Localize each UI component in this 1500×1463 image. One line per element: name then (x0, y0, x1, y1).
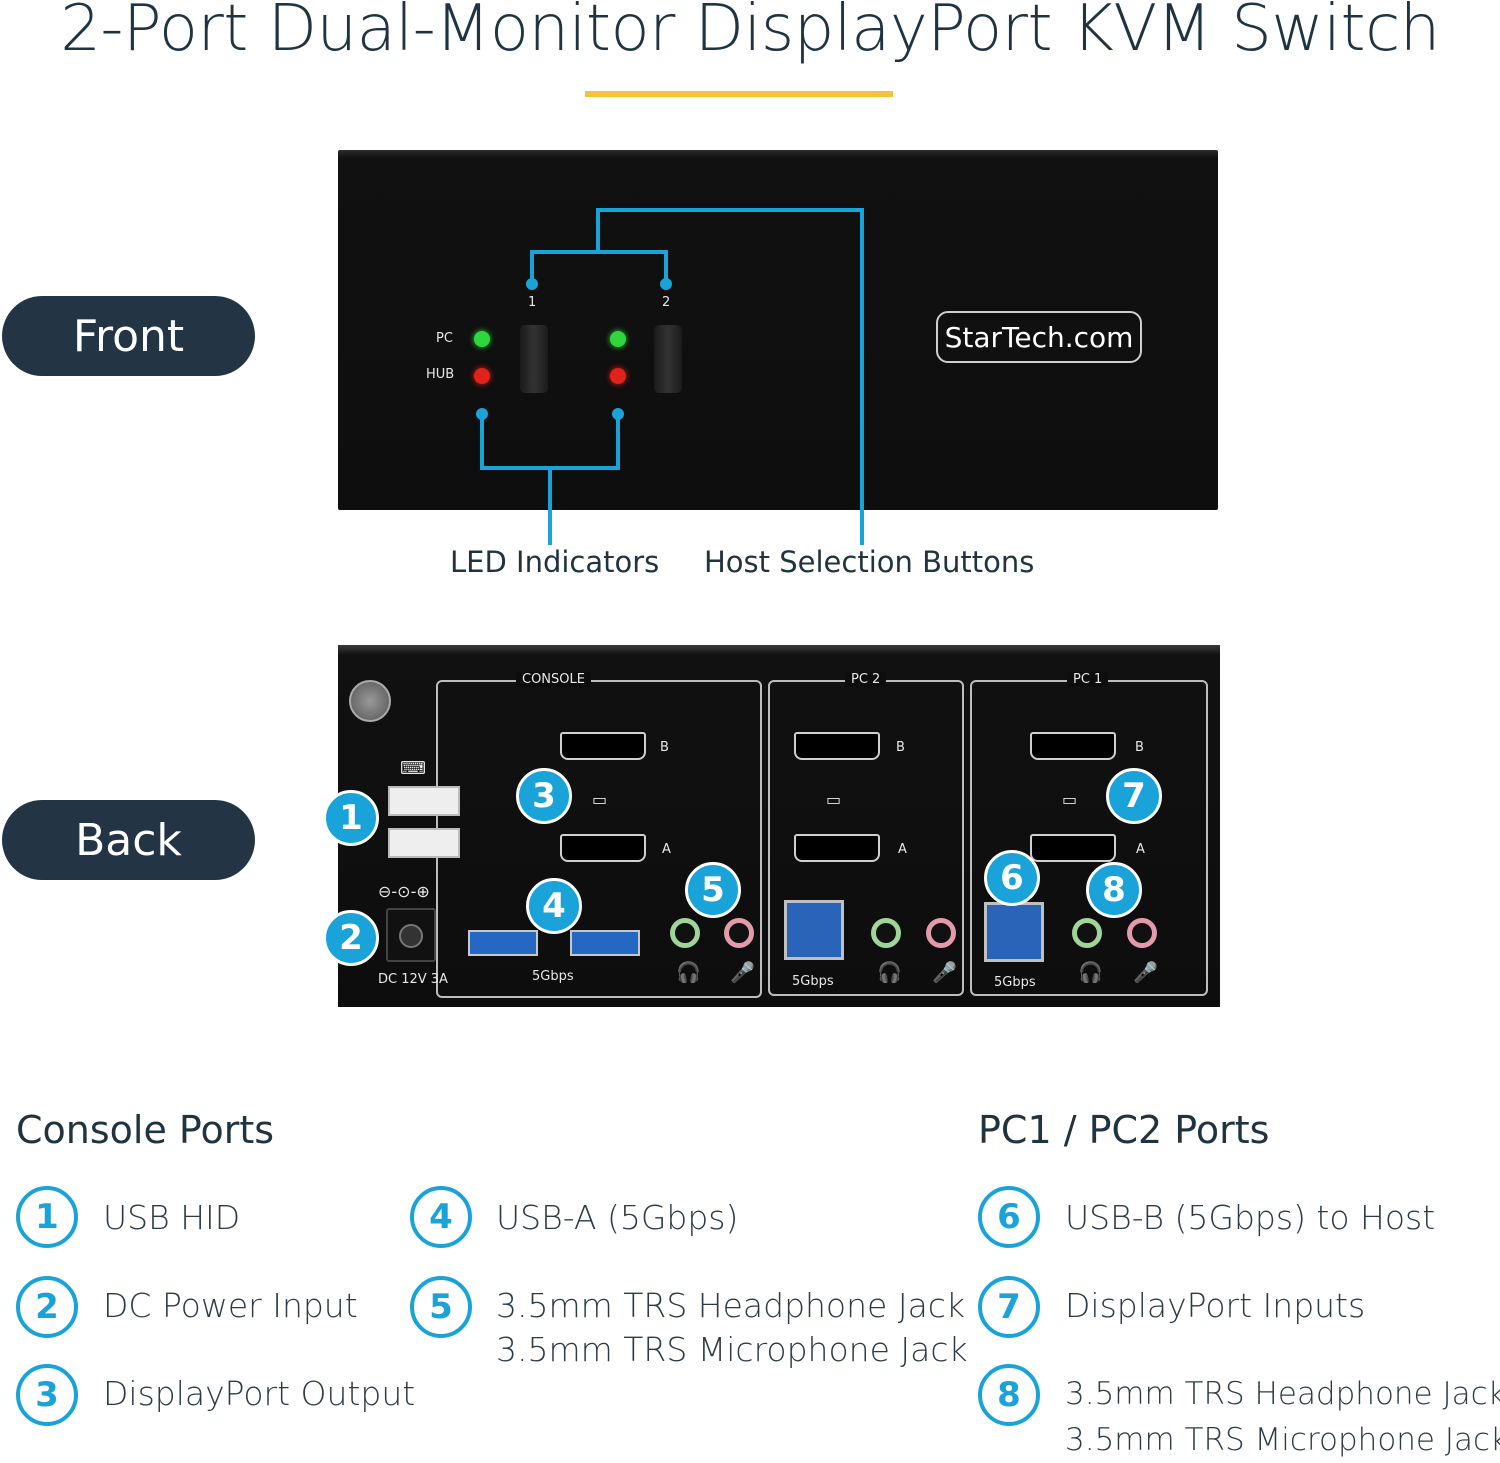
pc1-dp-b (1030, 732, 1116, 760)
legend-num-1: 1 (16, 1186, 78, 1248)
dc-rating-label: DC 12V 3A (378, 972, 448, 987)
pc1-usb-b (984, 902, 1044, 962)
startech-logo: StarTech.com (936, 311, 1142, 363)
pc2-b-label: B (896, 740, 905, 755)
pc1-headphone-jack (1072, 918, 1102, 948)
usb-hid-port-2 (388, 828, 460, 858)
button-1-label: 1 (528, 295, 537, 310)
legend-num-8: 8 (978, 1364, 1040, 1426)
legend-dc-power: DC Power Input (103, 1286, 358, 1325)
led-pc-label: PC (436, 331, 453, 346)
console-mic-icon: 🎤 (730, 960, 755, 984)
pc2-display-icon: ▭ (826, 790, 842, 809)
callout-6: 6 (984, 850, 1040, 906)
console-usb-speed-label: 5Gbps (532, 969, 574, 984)
led-pc-2 (610, 331, 626, 347)
pc1-mic-icon: 🎤 (1133, 960, 1158, 984)
console-a-label: A (662, 842, 671, 857)
legend-num-6: 6 (978, 1186, 1040, 1248)
callout-7: 7 (1106, 768, 1162, 824)
host-selection-buttons-label: Host Selection Buttons (704, 545, 1035, 579)
pc2-dp-b (794, 732, 880, 760)
pc2-label: PC 2 (845, 672, 887, 687)
callout-3: 3 (516, 768, 572, 824)
button-2-label: 2 (662, 295, 671, 310)
keyboard-mouse-icon: ⌨ (400, 758, 426, 779)
legend-num-2: 2 (16, 1276, 78, 1338)
led-indicators-label: LED Indicators (450, 545, 660, 579)
pc1-headphone-icon: 🎧 (1078, 960, 1103, 984)
led-hub-1 (474, 368, 490, 384)
console-label: CONSOLE (516, 672, 591, 687)
legend-usb-hid: USB HID (103, 1198, 241, 1237)
legend-num-7: 7 (978, 1276, 1040, 1338)
pc1-mic-jack (1127, 918, 1157, 948)
pc2-headphone-jack (871, 918, 901, 948)
pc1-label: PC 1 (1067, 672, 1109, 687)
legend-pc-mic-jack: 3.5mm TRS Microphone Jack (1065, 1422, 1500, 1458)
console-b-label: B (660, 740, 669, 755)
legend-mic-jack: 3.5mm TRS Microphone Jack (496, 1330, 968, 1369)
console-headphone-icon: 🎧 (676, 960, 701, 984)
callout-4: 4 (526, 878, 582, 934)
dc-power-jack (386, 908, 436, 962)
legend-num-5: 5 (410, 1276, 472, 1338)
legend-usb-b: USB-B (5Gbps) to Host (1065, 1198, 1436, 1237)
callout-5: 5 (685, 862, 741, 918)
led-hub-2 (610, 368, 626, 384)
legend-num-4: 4 (410, 1186, 472, 1248)
pc2-dp-a (794, 834, 880, 862)
host-button-1[interactable] (520, 325, 548, 393)
front-label-pill: Front (2, 296, 255, 376)
pc1-a-label: A (1136, 842, 1145, 857)
callout-1: 1 (323, 790, 379, 846)
console-usb-a-1 (468, 930, 538, 956)
page-title: 2-Port Dual-Monitor DisplayPort KVM Swit… (60, 0, 1440, 66)
console-dp-a (560, 834, 646, 862)
console-display-icon: ▭ (592, 790, 608, 809)
pc2-mic-icon: 🎤 (932, 960, 957, 984)
ground-screw (349, 680, 391, 722)
pc2-usb-b (784, 900, 844, 960)
callout-8: 8 (1086, 862, 1142, 918)
legend-dp-inputs: DisplayPort Inputs (1065, 1286, 1366, 1325)
host-button-2[interactable] (654, 325, 682, 393)
legend-num-3: 3 (16, 1364, 78, 1426)
dc-polarity-icon: ⊖-⊙-⊕ (378, 882, 430, 901)
console-usb-a-2 (570, 930, 640, 956)
title-underline (585, 91, 893, 97)
callout-2: 2 (323, 910, 379, 966)
pc2-headphone-icon: 🎧 (877, 960, 902, 984)
pc2-a-label: A (898, 842, 907, 857)
legend-dp-output: DisplayPort Output (103, 1374, 416, 1413)
pc2-usb-speed-label: 5Gbps (792, 974, 834, 989)
pc-ports-heading: PC1 / PC2 Ports (978, 1108, 1270, 1152)
legend-usb-a: USB-A (5Gbps) (496, 1198, 739, 1237)
pc1-display-icon: ▭ (1062, 790, 1078, 809)
pc1-dp-a (1030, 834, 1116, 862)
led-hub-label: HUB (426, 367, 455, 382)
console-headphone-jack (670, 918, 700, 948)
console-dp-b (560, 732, 646, 760)
usb-hid-port-1 (388, 786, 460, 816)
pc1-usb-speed-label: 5Gbps (994, 975, 1036, 990)
legend-pc-headphone-jack: 3.5mm TRS Headphone Jack (1065, 1376, 1500, 1412)
pc2-mic-jack (926, 918, 956, 948)
console-mic-jack (724, 918, 754, 948)
console-ports-heading: Console Ports (16, 1108, 275, 1152)
front-callout-lines (476, 208, 864, 545)
legend-headphone-jack: 3.5mm TRS Headphone Jack (496, 1286, 966, 1325)
back-label-pill: Back (2, 800, 255, 880)
pc1-b-label: B (1135, 740, 1144, 755)
led-pc-1 (474, 331, 490, 347)
